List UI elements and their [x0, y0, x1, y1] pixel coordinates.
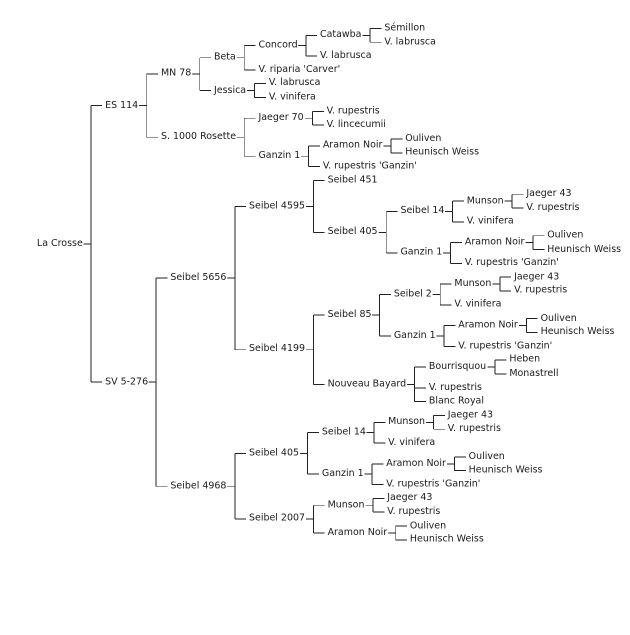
node-jaeger-43: Jaeger 43	[386, 492, 434, 505]
node-blanc-royal: Blanc Royal	[427, 395, 485, 408]
node-aramon-noir: Aramon Noir	[321, 140, 384, 152]
node-ganzin-1: Ganzin 1	[257, 150, 302, 162]
node-ouliven: Ouliven	[467, 451, 506, 463]
node-ouliven: Ouliven	[539, 312, 578, 325]
node-aramon-noir: Aramon Noir	[326, 527, 389, 539]
node-v-rupestris: V. rupestris	[386, 506, 442, 518]
node-jaeger-43: Jaeger 43	[525, 188, 573, 200]
node-munson: Munson	[326, 499, 366, 511]
node-ganzin-1: Ganzin 1	[392, 330, 437, 342]
node-v-vinifera: V. vinifera	[465, 216, 515, 228]
node-heunisch-weiss: Heunisch Weiss	[467, 465, 544, 477]
node-v-rupestris-ganzin: V. rupestris 'Ganzin'	[385, 478, 482, 491]
node-v-rupestris: V. rupestris	[446, 423, 502, 435]
node-v-labrusca: V. labrusca	[319, 50, 373, 62]
node-v-rupestris-ganzin: V. rupestris 'Ganzin'	[463, 257, 560, 270]
node-seibel-5656: Seibel 5656	[169, 272, 228, 284]
node-nouveau-bayard: Nouveau Bayard	[326, 378, 408, 390]
node-s-1000-rosette: S. 1000 Rosette	[159, 131, 237, 143]
node-seibel-14: Seibel 14	[399, 205, 446, 218]
node-v-lincecumii: V. lincecumii	[325, 119, 387, 131]
node-seibel-4968: Seibel 4968	[169, 480, 228, 492]
node-v-rupestris: V. rupestris	[525, 202, 581, 214]
node-v-rupestris-ganzin: V. rupestris 'Ganzin'	[457, 340, 554, 352]
node-v-vinifera: V. vinifera	[453, 299, 503, 311]
node-aramon-noir: Aramon Noir	[457, 319, 519, 332]
node-seibel-14: Seibel 14	[320, 427, 367, 439]
node-ganzin-1: Ganzin 1	[399, 247, 444, 259]
node-seibel-85: Seibel 85	[326, 309, 373, 321]
node-s-millon: Sémillon	[383, 22, 427, 35]
node-ganzin-1: Ganzin 1	[320, 468, 365, 480]
node-monastrell: Monastrell	[508, 368, 560, 380]
node-heunisch-weiss: Heunisch Weiss	[404, 147, 481, 159]
node-v-vinifera: V. vinifera	[267, 91, 317, 104]
node-v-labrusca: V. labrusca	[383, 36, 437, 48]
node-v-riparia-carver: V. riparia 'Carver'	[257, 64, 342, 76]
node-seibel-405: Seibel 405	[248, 447, 300, 460]
node-jaeger-43: Jaeger 43	[446, 409, 494, 422]
node-jessica: Jessica	[213, 84, 248, 97]
node-sv-5-276: SV 5-276	[104, 376, 150, 388]
node-seibel-4595: Seibel 4595	[248, 200, 306, 213]
node-heunisch-weiss: Heunisch Weiss	[408, 534, 485, 546]
node-v-vinifera: V. vinifera	[387, 437, 437, 449]
node-munson: Munson	[387, 416, 427, 429]
node-seibel-451: Seibel 451	[326, 174, 379, 187]
node-la-crosse: La Crosse	[35, 238, 84, 250]
node-ouliven: Ouliven	[546, 230, 585, 242]
node-seibel-2007: Seibel 2007	[248, 513, 306, 525]
node-seibel-4199: Seibel 4199	[248, 344, 306, 356]
node-jaeger-70: Jaeger 70	[257, 112, 305, 124]
node-es-114: ES 114	[104, 100, 140, 112]
node-munson: Munson	[465, 195, 505, 207]
node-heunisch-weiss: Heunisch Weiss	[546, 243, 623, 256]
node-concord: Concord	[257, 39, 299, 52]
node-v-rupestris-ganzin: V. rupestris 'Ganzin'	[321, 160, 418, 173]
node-heben: Heben	[508, 354, 542, 366]
pedigree-connector-lines	[83, 27, 545, 541]
node-ouliven: Ouliven	[408, 520, 448, 532]
node-seibel-405: Seibel 405	[326, 226, 379, 238]
node-v-rupestris: V. rupestris	[513, 285, 569, 297]
node-v-rupestris: V. rupestris	[427, 382, 483, 394]
node-v-rupestris: V. rupestris	[325, 105, 381, 118]
node-beta: Beta	[213, 52, 237, 64]
node-ouliven: Ouliven	[404, 133, 443, 145]
node-aramon-noir: Aramon Noir	[385, 458, 447, 470]
node-munson: Munson	[453, 278, 493, 290]
node-catawba: Catawba	[319, 29, 363, 41]
node-bourrisquou: Bourrisquou	[427, 361, 488, 373]
node-heunisch-weiss: Heunisch Weiss	[539, 326, 616, 339]
node-jaeger-43: Jaeger 43	[513, 271, 561, 283]
node-v-labrusca: V. labrusca	[267, 78, 322, 90]
node-mn-78: MN 78	[159, 68, 193, 80]
node-seibel-2: Seibel 2	[392, 288, 433, 301]
node-aramon-noir: Aramon Noir	[463, 236, 526, 249]
